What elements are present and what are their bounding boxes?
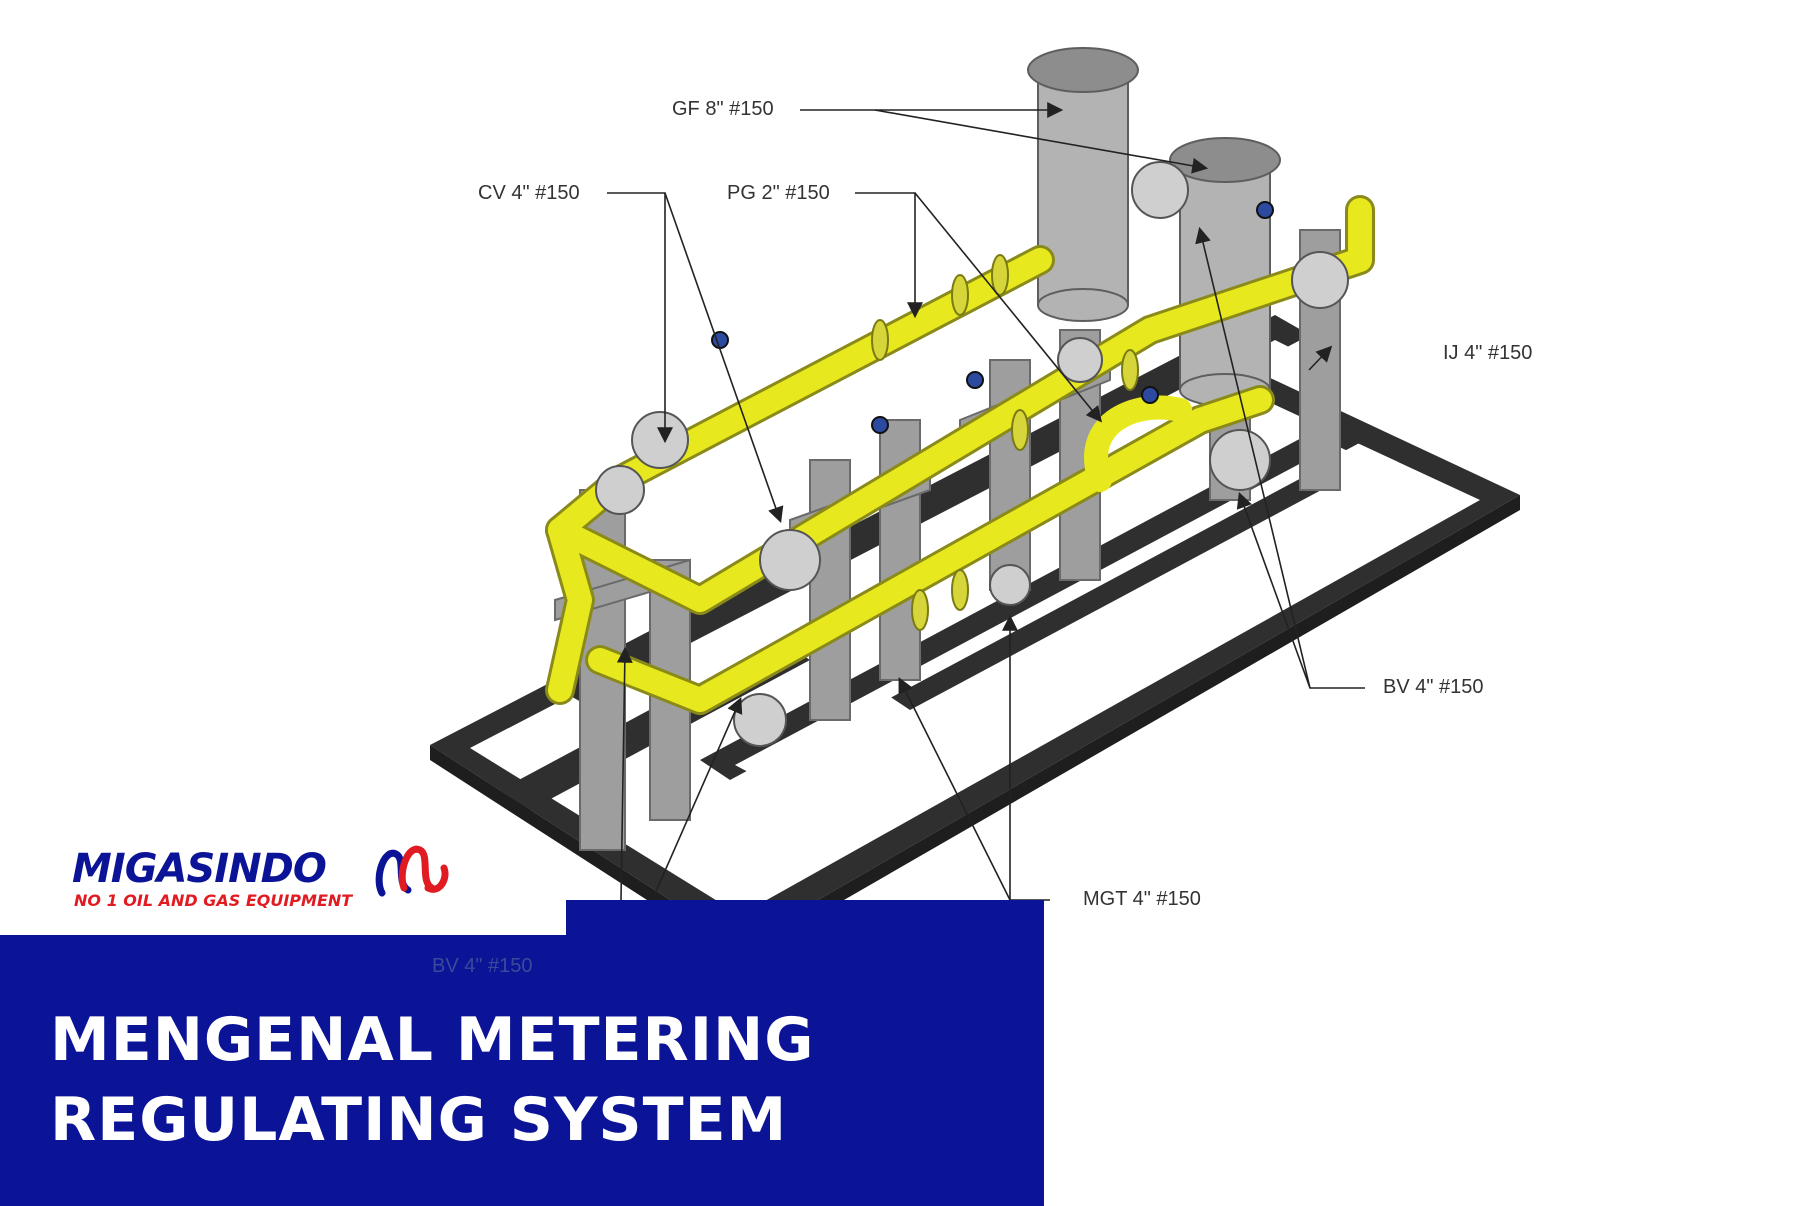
callout-mgt: MGT 4" #150 (1083, 888, 1201, 910)
flanges (871, 254, 1139, 631)
callout-bv-right: BV 4" #150 (1383, 676, 1484, 698)
callout-cv: CV 4" #150 (478, 182, 580, 204)
headline-line-2: REGULATING SYSTEM (50, 1085, 788, 1155)
callout-ij: IJ 4" #150 (1443, 342, 1533, 364)
headline-line-1: MENGENAL METERING (50, 1005, 815, 1075)
headline-banner-tab (566, 900, 1044, 940)
headline-banner: BV 4" #150 MENGENAL METERING REGULATING … (0, 935, 1044, 1206)
brand-tagline: NO 1 OIL AND GAS EQUIPMENT (74, 891, 353, 910)
brand-mark-icon (375, 845, 449, 897)
brand-logo-wordmark: MIGASINDO (72, 846, 327, 892)
callout-gf: GF 8" #150 (672, 98, 774, 120)
callout-bv-bottom: BV 4" #150 (432, 955, 533, 977)
pressure-gauges (711, 201, 1274, 434)
callout-pg: PG 2" #150 (727, 182, 830, 204)
filter-vessels (1027, 47, 1281, 407)
